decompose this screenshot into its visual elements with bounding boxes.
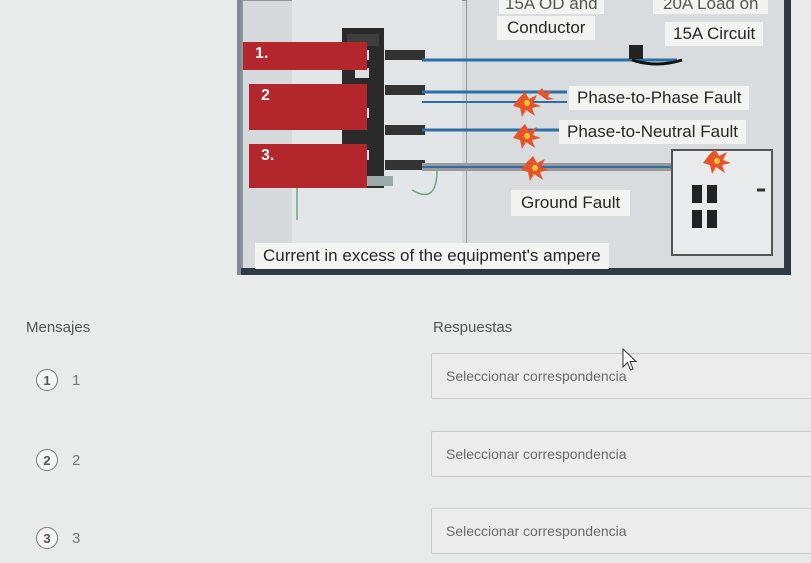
message-item-3: 3 3 — [36, 526, 80, 550]
marker-3-label: 3. — [261, 147, 275, 164]
callout-conductor: Conductor — [497, 16, 596, 40]
message-text-2: 2 — [72, 451, 81, 469]
mouse-cursor-icon — [622, 348, 638, 371]
answer-select-1[interactable]: Seleccionar correspondencia — [431, 353, 811, 399]
message-text-1: 1 — [72, 371, 81, 389]
callout-bottom-caption: Current in excess of the equipment's amp… — [255, 243, 609, 269]
callout-top-right-partial: 20A Load on — [653, 0, 769, 14]
callout-top-left-partial: 15A OD and — [499, 0, 604, 14]
callout-phase-neutral: Phase-to-Neutral Fault — [559, 120, 747, 144]
answer-select-3-placeholder: Seleccionar correspondencia — [446, 523, 627, 539]
answer-select-2[interactable]: Seleccionar correspondencia — [431, 431, 811, 477]
message-number-1: 1 — [36, 369, 58, 391]
message-item-2: 2 2 — [36, 448, 80, 472]
answer-select-3[interactable]: Seleccionar correspondencia — [431, 508, 811, 554]
callout-circuit: 15A Circuit — [665, 22, 764, 46]
message-number-2: 2 — [36, 449, 58, 471]
electrical-fault-diagram: 1. 2 3. 15A OD and Conductor 20A Load on… — [237, 0, 791, 275]
callout-ground-fault: Ground Fault — [511, 190, 631, 216]
answer-select-2-placeholder: Seleccionar correspondencia — [446, 446, 627, 462]
messages-heading: Mensajes — [26, 319, 91, 336]
message-item-1: 1 1 — [36, 368, 80, 392]
message-number-3: 3 — [36, 527, 58, 549]
marker-1-label: 1. — [255, 45, 269, 62]
marker-2-label: 2 — [261, 87, 270, 104]
marker-2-bar — [249, 84, 367, 130]
callout-phase-phase: Phase-to-Phase Fault — [569, 86, 750, 110]
marker-1-bar — [243, 42, 367, 70]
message-text-3: 3 — [72, 529, 81, 547]
answer-select-1-placeholder: Seleccionar correspondencia — [446, 368, 627, 384]
marker-3-bar — [249, 144, 367, 188]
answers-heading: Respuestas — [433, 319, 513, 336]
